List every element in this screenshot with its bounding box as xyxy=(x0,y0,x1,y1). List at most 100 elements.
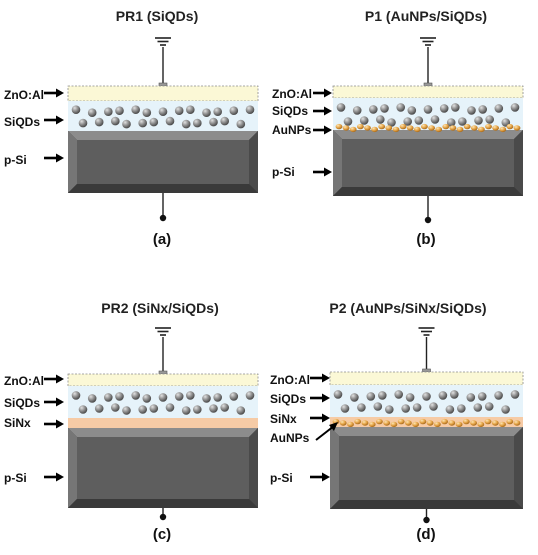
au-nanoparticle xyxy=(428,125,435,131)
si-quantum-dot xyxy=(343,117,353,126)
si-quantum-dot xyxy=(352,106,362,115)
au-nanoparticle xyxy=(413,126,421,133)
si-quantum-dot xyxy=(104,393,113,402)
panel-b: P1 (AuNPs/SiQDs) (b) ZnO:Al SiQDs AuNPs … xyxy=(272,8,524,248)
si-quantum-dot xyxy=(458,117,467,126)
znoal-layer xyxy=(67,373,259,387)
si-quantum-dot xyxy=(78,118,88,128)
au-nanoparticle xyxy=(385,125,393,131)
psi-substrate-bevel-bottom xyxy=(330,500,523,509)
panel-c-label-siqds: SiQDs xyxy=(4,396,40,410)
psi-substrate-bevel-right xyxy=(514,130,523,196)
au-nanoparticle xyxy=(371,126,378,133)
au-nanoparticle xyxy=(364,125,371,131)
panel-c-label-psi: p-Si xyxy=(4,471,27,485)
au-nanoparticle xyxy=(463,123,471,130)
si-quantum-dot xyxy=(333,390,343,399)
si-quantum-dot xyxy=(158,393,168,402)
au-nanoparticle xyxy=(442,123,450,130)
au-nanoparticle xyxy=(335,123,343,130)
au-nanoparticle xyxy=(390,421,398,428)
panel-c: PR2 (SiNx/SiQDs) (c) ZnO:Al SiQDs SiNx p… xyxy=(4,300,259,543)
si-quantum-dot xyxy=(202,108,211,117)
si-quantum-dot xyxy=(142,108,152,117)
au-nanoparticle xyxy=(405,420,412,426)
au-nanoparticle xyxy=(470,125,478,131)
au-nanoparticle xyxy=(470,420,477,426)
panel-b-label-znoal: ZnO:Al xyxy=(272,87,312,101)
si-quantum-dot xyxy=(369,105,378,114)
arrowhead-sinx xyxy=(56,419,64,429)
arrowhead-znoal xyxy=(322,373,330,383)
siqds-layer xyxy=(68,386,258,418)
si-quantum-dot xyxy=(104,107,113,116)
si-quantum-dot xyxy=(510,390,520,399)
arrowhead-psi xyxy=(56,472,64,482)
arrowhead-aunps xyxy=(324,125,332,135)
si-quantum-dot xyxy=(423,105,433,114)
si-quantum-dot xyxy=(181,119,191,129)
si-quantum-dot xyxy=(245,105,255,114)
si-quantum-dot xyxy=(429,402,438,411)
si-quantum-dot xyxy=(236,119,246,129)
arrowhead-siqds xyxy=(56,115,64,125)
arrowhead-siqds xyxy=(56,397,64,407)
au-nanoparticle xyxy=(332,418,340,425)
si-quantum-dot xyxy=(115,392,124,401)
si-quantum-dot xyxy=(111,403,120,412)
si-quantum-dot xyxy=(466,393,476,402)
siqds-layer xyxy=(330,385,523,417)
psi-substrate-bevel-top xyxy=(333,130,523,139)
panel-a-label-znoal: ZnO:Al xyxy=(4,88,44,102)
si-quantum-dot xyxy=(229,392,239,401)
si-quantum-dot xyxy=(149,117,159,127)
si-quantum-dot xyxy=(484,402,494,411)
si-quantum-dot xyxy=(213,107,222,116)
si-quantum-dot xyxy=(122,119,131,129)
si-quantum-dot xyxy=(122,406,131,415)
si-quantum-dot xyxy=(236,406,246,415)
arrowhead-znoal xyxy=(56,374,64,384)
si-quantum-dot xyxy=(494,104,504,113)
si-quantum-dot xyxy=(357,403,366,412)
si-quantum-dot xyxy=(174,106,184,115)
psi-substrate-bevel-top xyxy=(68,428,258,437)
si-quantum-dot xyxy=(501,405,510,414)
si-quantum-dot xyxy=(478,105,488,114)
psi-substrate-face xyxy=(77,437,249,499)
arrowhead-aunps xyxy=(329,422,338,431)
si-quantum-dot xyxy=(376,115,385,124)
panel-d: P2 (AuNPs/SiNx/SiQDs) (d) ZnO:Al SiQDs S… xyxy=(270,300,524,543)
si-quantum-dot xyxy=(94,404,104,413)
au-nanoparticle xyxy=(426,420,434,426)
si-quantum-dot xyxy=(373,402,383,411)
si-quantum-dot xyxy=(396,103,406,112)
au-nanoparticle xyxy=(462,418,470,425)
au-nanoparticle xyxy=(506,123,514,130)
au-nanoparticle xyxy=(397,418,405,425)
panel-d-label-sinx: SiNx xyxy=(270,412,297,426)
au-nanoparticle xyxy=(441,418,448,425)
si-quantum-dot xyxy=(165,116,175,126)
psi-substrate-bevel-right xyxy=(249,131,258,193)
si-quantum-dot xyxy=(142,394,152,403)
psi-substrate-face xyxy=(339,436,514,500)
au-nanoparticle xyxy=(419,418,427,425)
psi-substrate-bevel-left xyxy=(68,131,77,193)
psi-substrate-bevel-right xyxy=(249,428,258,508)
panel-b-label-aunps: AuNPs xyxy=(272,123,312,137)
si-quantum-dot xyxy=(220,116,229,126)
si-quantum-dot xyxy=(209,404,218,413)
si-quantum-dot xyxy=(401,404,411,413)
psi-substrate-bevel-bottom xyxy=(68,499,258,508)
si-quantum-dot xyxy=(405,393,415,402)
si-quantum-dot xyxy=(366,392,376,401)
au-nanoparticle xyxy=(349,126,357,133)
si-quantum-dot xyxy=(467,106,476,115)
arrow-aunps xyxy=(315,425,335,441)
top-contact-pad xyxy=(422,368,431,373)
si-quantum-dot xyxy=(149,404,159,413)
si-quantum-dot xyxy=(477,392,487,401)
top-contact-pad xyxy=(158,370,168,375)
si-quantum-dot xyxy=(202,394,211,403)
